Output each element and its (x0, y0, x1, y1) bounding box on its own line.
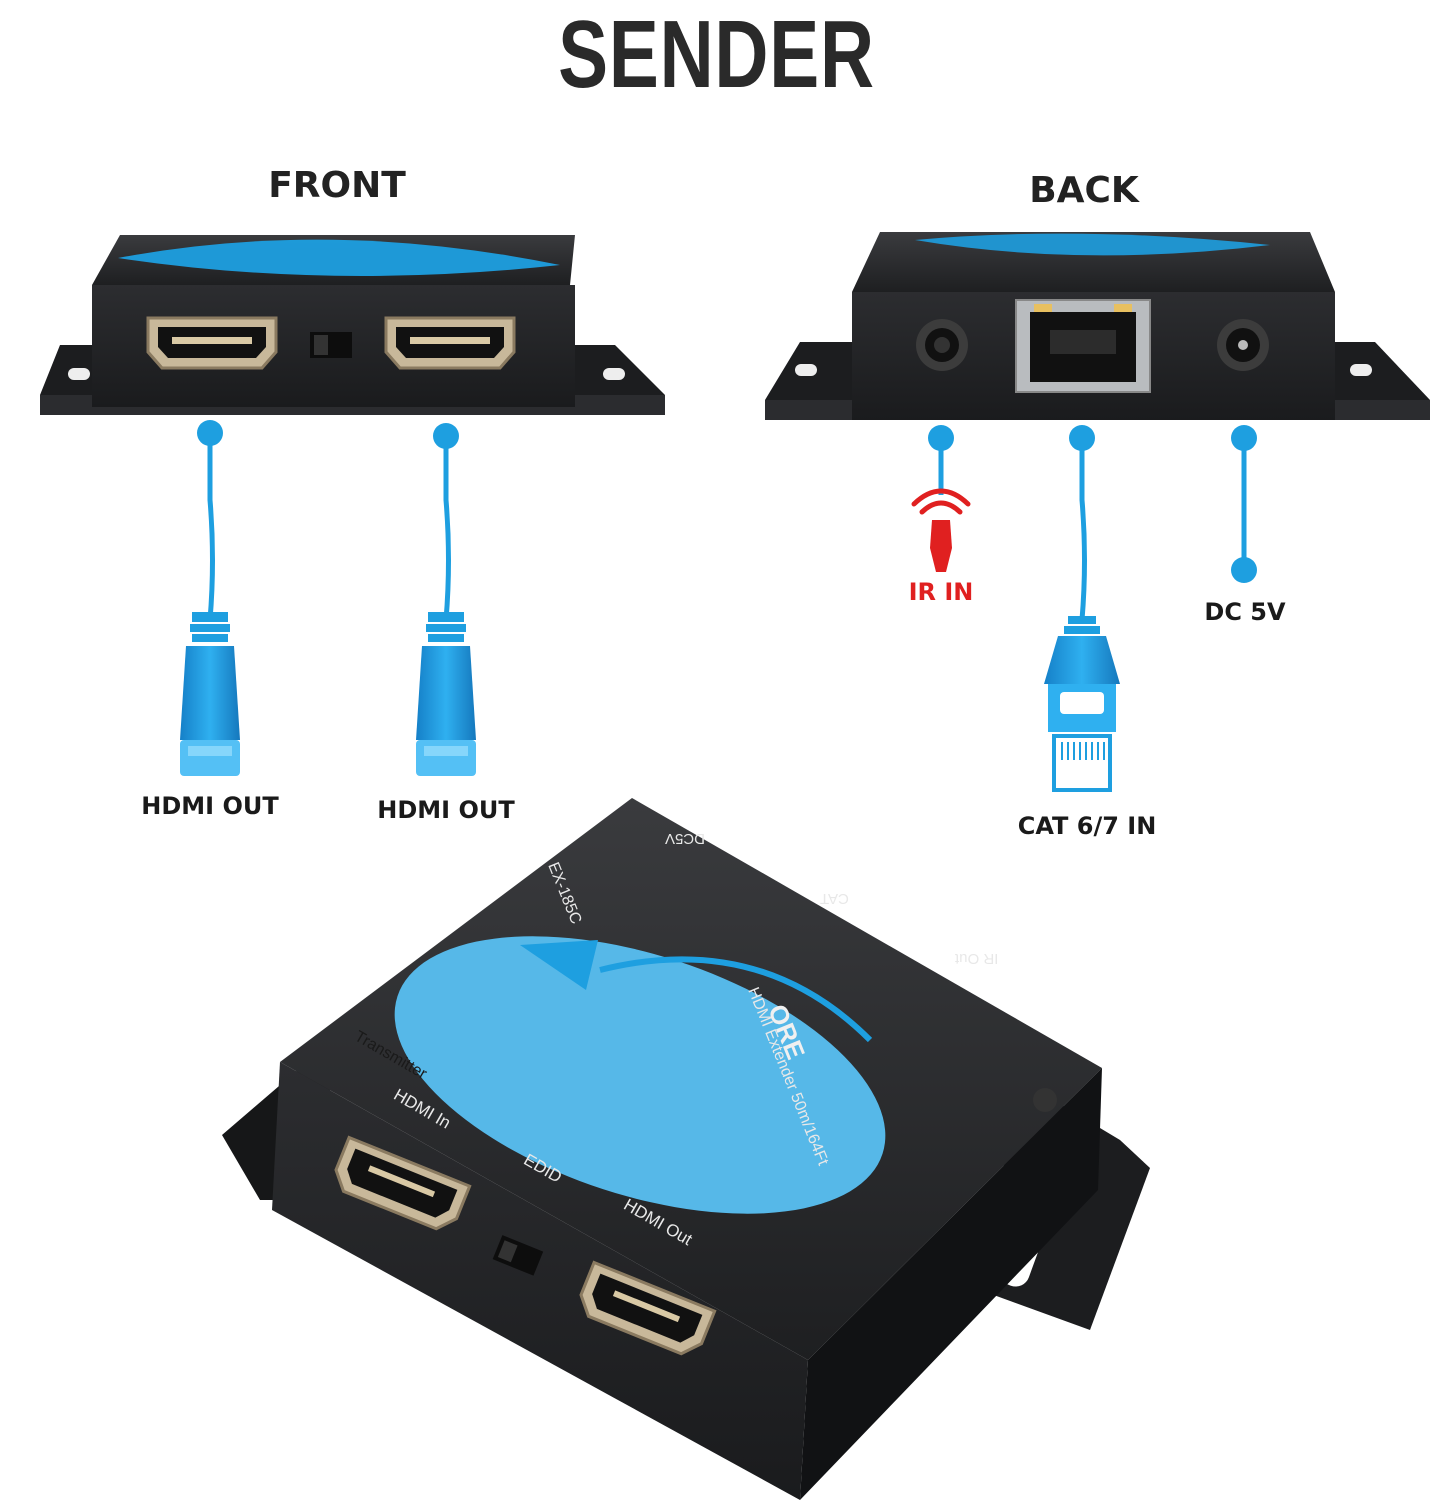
isometric-device (222, 798, 1150, 1500)
page-title: SENDER (558, 1, 875, 108)
mount-slot-right (603, 368, 625, 380)
ir-emitter-icon (911, 488, 971, 515)
front-left-connector (180, 420, 240, 776)
back-top-blue-stripe (915, 233, 1270, 256)
dc-5v-label: DC 5V (1204, 598, 1286, 626)
cat-in-connector (1044, 425, 1120, 792)
front-hdmi-port-right (384, 316, 516, 370)
iso-hdmi-in-port (334, 1135, 472, 1231)
front-right-connector (416, 423, 476, 776)
device-ir-out-label: IR Out (955, 950, 999, 967)
front-right-port-label: HDMI OUT (377, 796, 515, 824)
iso-ir-jack (1033, 1088, 1057, 1112)
iso-arrow (520, 940, 598, 990)
dc-5v-connector (1231, 425, 1257, 583)
back-view-label: BACK (1029, 170, 1139, 211)
front-edid-switch (310, 332, 352, 358)
ir-in-label: IR IN (908, 578, 974, 606)
iso-edid-switch (492, 1235, 544, 1276)
front-view-device (40, 235, 665, 415)
cat-in-label: CAT 6/7 IN (1017, 812, 1157, 840)
mount-slot-left (68, 368, 90, 380)
front-view-label: FRONT (268, 165, 406, 206)
back-rj45-port (1015, 299, 1151, 393)
back-mount-slot-right (1350, 364, 1372, 376)
back-mount-slot-left (795, 364, 817, 376)
back-ir-jack (916, 319, 968, 371)
front-left-port-label: HDMI OUT (141, 792, 279, 820)
front-hdmi-port-left (146, 316, 278, 370)
device-dc-port-label: DC5V (665, 830, 706, 847)
device-cat-port-label: CAT (820, 890, 849, 907)
back-view-device (765, 232, 1430, 420)
front-top-blue-stripe (118, 239, 560, 276)
back-dc-jack (1217, 319, 1269, 371)
iso-blue-ellipse (394, 936, 886, 1214)
iso-hdmi-out-port (579, 1260, 717, 1356)
ir-in-connector (911, 425, 971, 572)
